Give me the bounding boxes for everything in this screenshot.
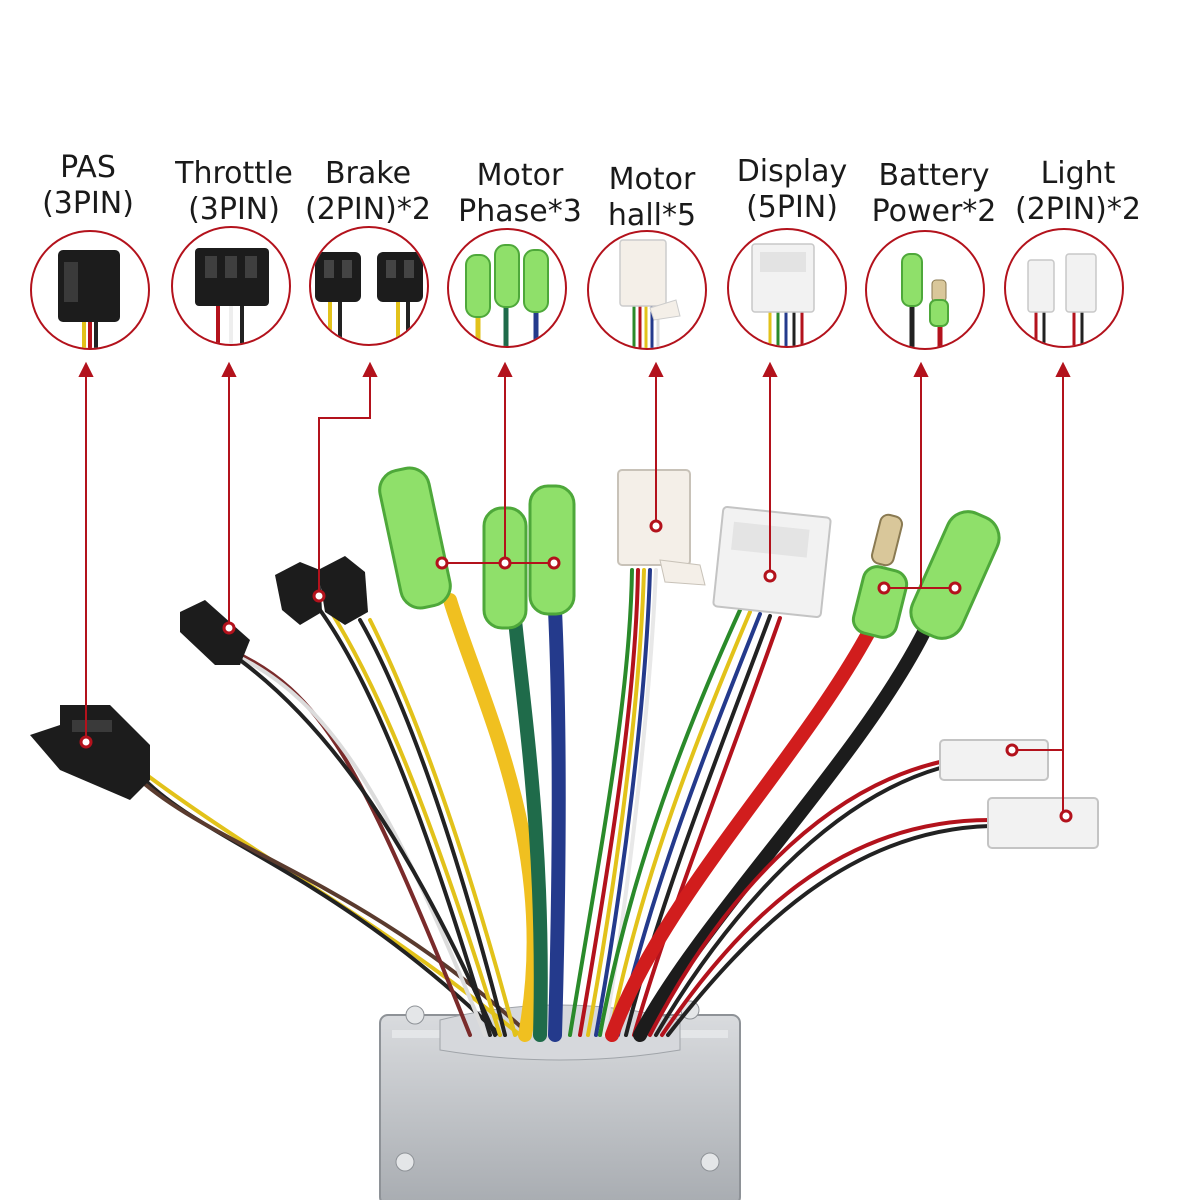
label-light: Light (2PIN)*2: [1015, 156, 1141, 228]
throttle-connector: [180, 600, 250, 665]
brake-connector-1: [275, 562, 322, 625]
inset-motor-phase: [447, 228, 567, 348]
label-pas-subtitle: (3PIN): [42, 186, 134, 221]
label-light-title: Light: [1040, 156, 1116, 191]
label-battery-title: Battery: [878, 158, 990, 193]
label-display-subtitle: (5PIN): [746, 190, 838, 225]
label-motor-phase-subtitle: Phase*3: [458, 194, 582, 229]
motor-hall-connector: [617, 469, 706, 586]
leader-lines: [78, 361, 1073, 823]
label-motor-phase-title: Motor: [476, 158, 564, 193]
battery-sleeve-connector: [909, 510, 1001, 640]
label-battery: Battery Power*2: [872, 158, 997, 230]
inset-brake: [309, 226, 429, 346]
display-connector: [712, 506, 832, 618]
label-display: Display (5PIN): [737, 154, 848, 226]
label-brake-subtitle: (2PIN)*2: [305, 192, 431, 227]
inset-battery: [865, 230, 985, 350]
inset-pas: [30, 230, 150, 350]
brake-connector-2: [318, 556, 368, 625]
label-battery-subtitle: Power*2: [871, 194, 997, 229]
label-display-title: Display: [736, 154, 848, 189]
label-light-subtitle: (2PIN)*2: [1015, 192, 1141, 227]
label-motor-hall-title: Motor: [608, 162, 696, 197]
light-connector-2: [987, 797, 1099, 849]
label-throttle-subtitle: (3PIN): [188, 192, 280, 227]
label-motor-hall-subtitle: hall*5: [607, 198, 697, 233]
inset-light: [1004, 228, 1124, 348]
light-connector-1: [939, 739, 1049, 781]
pas-connector: [30, 705, 150, 800]
label-motor-hall: Motor hall*5: [608, 162, 696, 234]
label-pas: PAS (3PIN): [42, 150, 134, 222]
label-throttle-title: Throttle: [175, 156, 293, 191]
motor-phase-connector-1: [378, 466, 452, 610]
label-brake: Brake (2PIN)*2: [305, 156, 431, 228]
label-pas-title: PAS: [60, 150, 116, 185]
battery-bullet-connector: [851, 513, 909, 639]
inset-throttle: [171, 226, 291, 346]
wire-harness: [138, 568, 992, 1042]
label-throttle: Throttle (3PIN): [175, 156, 293, 228]
label-brake-title: Brake: [324, 156, 412, 191]
inset-display: [727, 228, 847, 348]
label-motor-phase: Motor Phase*3: [458, 158, 582, 230]
inset-motor-hall: [587, 230, 707, 350]
motor-phase-connector-3: [528, 484, 576, 616]
